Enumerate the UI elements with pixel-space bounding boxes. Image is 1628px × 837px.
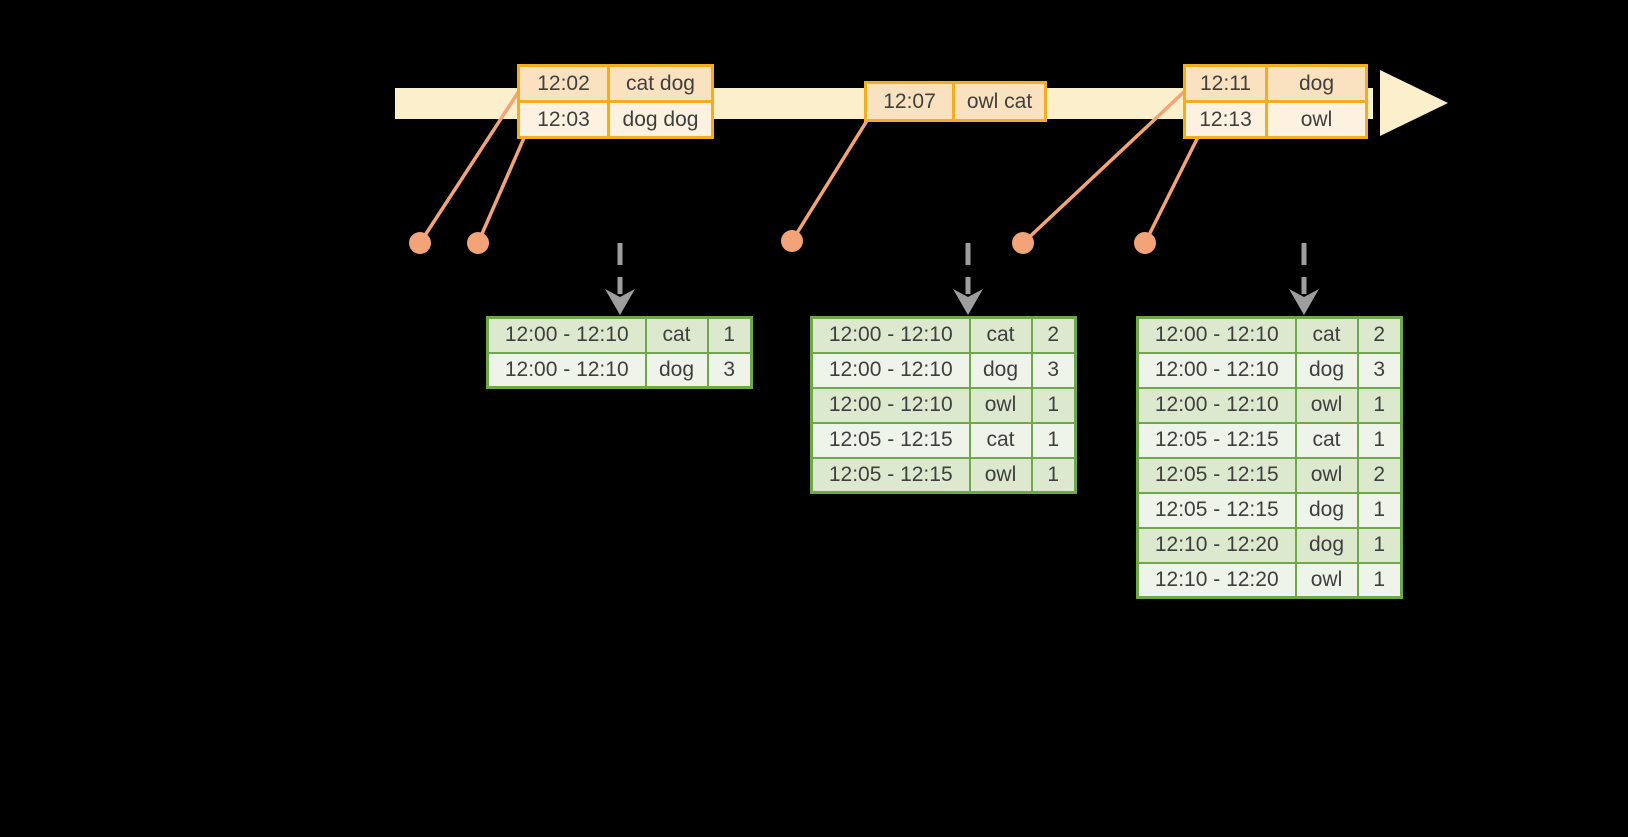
result-window-cell: 12:00 - 12:10: [1136, 351, 1297, 389]
result-window-cell: 12:00 - 12:10: [810, 351, 971, 389]
result-count-cell: 2: [1030, 316, 1077, 354]
event-table-1: 12:02 cat dog 12:03 dog dog: [517, 64, 714, 139]
result-window-cell: 12:10 - 12:20: [1136, 561, 1297, 599]
event-time-cell: 12:07: [864, 81, 955, 122]
event-words-cell: owl cat: [952, 81, 1047, 122]
result-word-cell: owl: [1294, 561, 1359, 599]
result-count-cell: 1: [706, 316, 753, 354]
result-window-cell: 12:05 - 12:15: [1136, 456, 1297, 494]
connector-line: [1143, 132, 1202, 244]
result-word-cell: cat: [968, 421, 1033, 459]
result-window-cell: 12:05 - 12:15: [1136, 421, 1297, 459]
result-word-cell: cat: [968, 316, 1033, 354]
flow-arrowhead-icon: [1289, 289, 1319, 315]
result-window-cell: 12:05 - 12:15: [810, 456, 971, 494]
result-count-cell: 1: [1356, 491, 1403, 529]
event-dot: [1012, 232, 1034, 254]
result-word-cell: dog: [1294, 351, 1359, 389]
event-dot: [1134, 232, 1156, 254]
result-window-cell: 12:05 - 12:15: [1136, 491, 1297, 529]
result-count-cell: 1: [1356, 421, 1403, 459]
event-table-2: 12:07 owl cat: [864, 81, 1047, 122]
event-time-cell: 12:02: [517, 64, 610, 103]
event-words-cell: dog: [1265, 64, 1368, 103]
event-time-cell: 12:03: [517, 100, 610, 139]
event-dot: [467, 232, 489, 254]
event-dot: [409, 232, 431, 254]
result-word-cell: owl: [1294, 386, 1359, 424]
result-word-cell: owl: [968, 456, 1033, 494]
connector-line: [418, 87, 523, 244]
result-word-cell: dog: [1294, 526, 1359, 564]
result-table-2: 12:00 - 12:10 cat 2 12:00 - 12:10 dog 3 …: [810, 316, 1077, 494]
result-count-cell: 3: [1030, 351, 1077, 389]
connector-line: [1021, 88, 1188, 245]
flow-arrowhead-icon: [605, 289, 635, 315]
result-window-cell: 12:00 - 12:10: [486, 351, 647, 389]
flow-arrows: [605, 243, 1319, 315]
result-window-cell: 12:00 - 12:10: [1136, 386, 1297, 424]
result-count-cell: 1: [1356, 386, 1403, 424]
result-word-cell: owl: [1294, 456, 1359, 494]
result-word-cell: dog: [968, 351, 1033, 389]
result-count-cell: 2: [1356, 456, 1403, 494]
event-dot: [781, 230, 803, 252]
result-window-cell: 12:10 - 12:20: [1136, 526, 1297, 564]
event-time-cell: 12:13: [1183, 100, 1268, 139]
connector-line: [790, 118, 870, 242]
result-word-cell: owl: [968, 386, 1033, 424]
result-count-cell: 2: [1356, 316, 1403, 354]
result-count-cell: 1: [1030, 386, 1077, 424]
result-word-cell: cat: [644, 316, 709, 354]
event-words-cell: owl: [1265, 100, 1368, 139]
timeline-arrowhead-icon: [1380, 70, 1448, 136]
result-count-cell: 3: [706, 351, 753, 389]
connector-lines: [418, 87, 1202, 245]
result-word-cell: cat: [1294, 421, 1359, 459]
result-window-cell: 12:00 - 12:10: [486, 316, 647, 354]
event-table-3: 12:11 dog 12:13 owl: [1183, 64, 1368, 139]
event-words-cell: cat dog: [607, 64, 714, 103]
result-table-1: 12:00 - 12:10 cat 1 12:00 - 12:10 dog 3: [486, 316, 753, 389]
result-window-cell: 12:00 - 12:10: [810, 316, 971, 354]
connector-line: [476, 130, 529, 244]
result-table-3: 12:00 - 12:10 cat 2 12:00 - 12:10 dog 3 …: [1136, 316, 1403, 599]
result-window-cell: 12:00 - 12:10: [810, 386, 971, 424]
event-time-cell: 12:11: [1183, 64, 1268, 103]
event-words-cell: dog dog: [607, 100, 714, 139]
event-markers: [409, 230, 1156, 254]
result-count-cell: 1: [1356, 526, 1403, 564]
flow-arrowhead-icon: [953, 289, 983, 315]
result-count-cell: 1: [1356, 561, 1403, 599]
result-word-cell: cat: [1294, 316, 1359, 354]
result-count-cell: 1: [1030, 456, 1077, 494]
result-count-cell: 1: [1030, 421, 1077, 459]
result-word-cell: dog: [644, 351, 709, 389]
result-window-cell: 12:00 - 12:10: [1136, 316, 1297, 354]
result-word-cell: dog: [1294, 491, 1359, 529]
result-count-cell: 3: [1356, 351, 1403, 389]
result-window-cell: 12:05 - 12:15: [810, 421, 971, 459]
